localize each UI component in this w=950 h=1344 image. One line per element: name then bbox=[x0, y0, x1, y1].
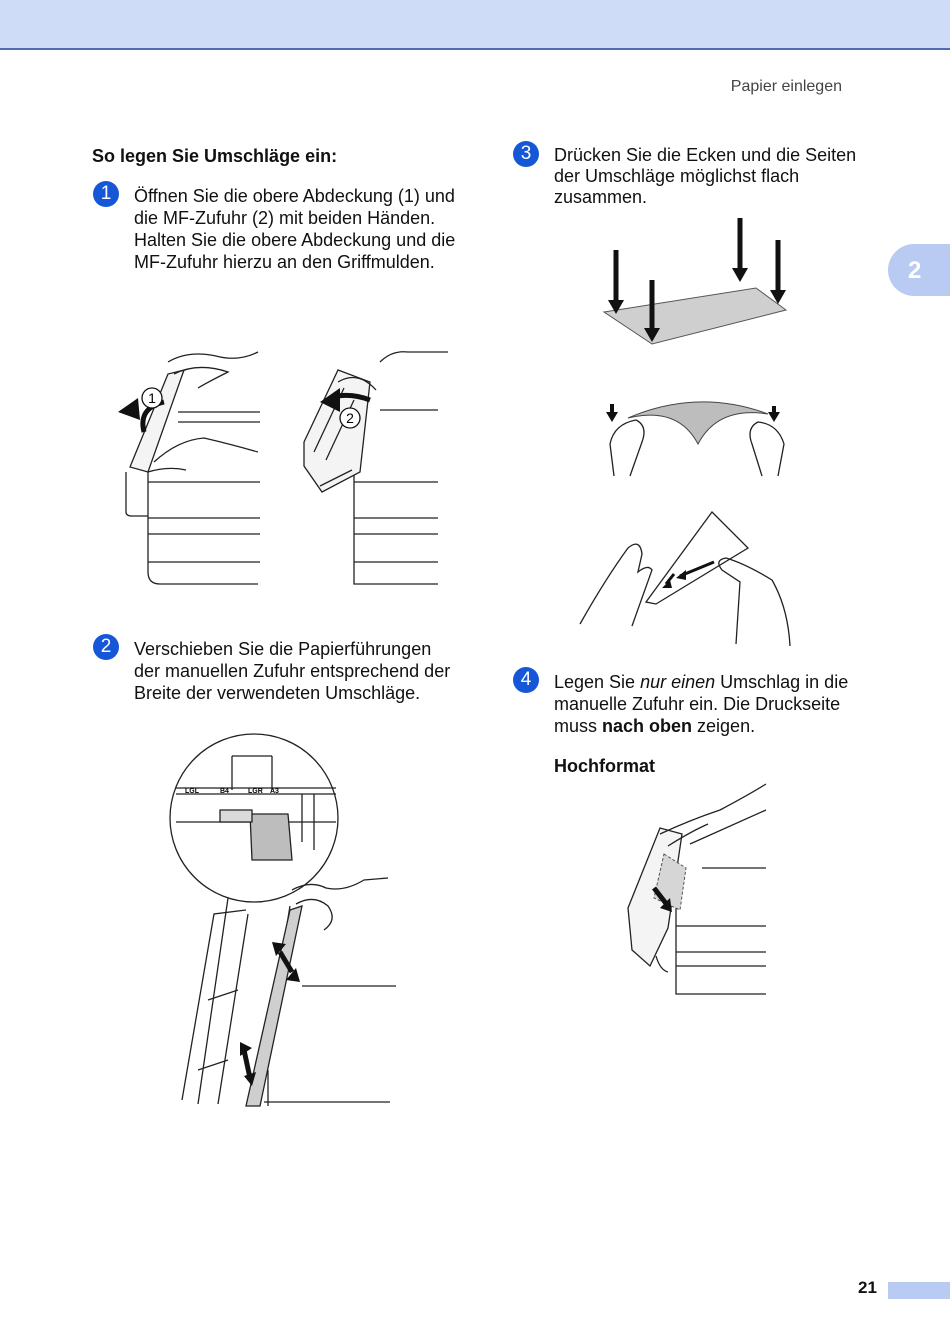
step-3-marker: 3 bbox=[513, 141, 539, 167]
step-4-text-run: muss bbox=[554, 716, 603, 736]
step-1-line: MF-Zufuhr hierzu an den Griffmulden. bbox=[134, 252, 435, 272]
step-4-text-run: Legen Sie bbox=[554, 672, 641, 692]
callout-1: 1 bbox=[148, 390, 156, 406]
figure-paper-guides: LGL B4 LGR A3 bbox=[169, 733, 396, 1107]
page-number: 21 bbox=[858, 1278, 877, 1297]
top-band bbox=[0, 0, 950, 50]
step-2-line: der manuellen Zufuhr entsprechend der bbox=[134, 661, 451, 681]
callout-2: 2 bbox=[346, 410, 354, 426]
step-4-text: Legen Sie nur einen Umschlag in die manu… bbox=[554, 671, 848, 737]
step-4-marker: 4 bbox=[513, 667, 539, 693]
step-1-line: Halten Sie die obere Abdeckung und die bbox=[134, 230, 456, 250]
step-4-strong: nach oben bbox=[602, 716, 693, 736]
step-2-marker: 2 bbox=[93, 634, 119, 660]
step-2-line: Breite der verwendeten Umschläge. bbox=[134, 683, 421, 703]
step-1-line: Öffnen Sie die obere Abdeckung (1) und bbox=[134, 186, 455, 206]
scale-label-lgr: LGR bbox=[248, 788, 263, 795]
figure-bend-envelope bbox=[606, 401, 785, 477]
step-4-text-run: zeigen. bbox=[692, 716, 756, 736]
figure-open-covers: 1 2 bbox=[118, 351, 448, 585]
step-3-line: zusammen. bbox=[554, 187, 648, 207]
section-heading: So legen Sie Umschläge ein: bbox=[92, 146, 338, 166]
step-1-text: Öffnen Sie die obere Abdeckung (1) und d… bbox=[134, 185, 455, 273]
chapter-tab: 2 bbox=[888, 244, 950, 296]
step-4-line-1: Legen Sie nur einen Umschlag in die bbox=[554, 671, 848, 693]
step-2-line: Verschieben Sie die Papierführungen bbox=[134, 639, 432, 659]
step-2-text: Verschieben Sie die Papierführungen der … bbox=[134, 638, 450, 704]
step-3-text: Drücken Sie die Ecken und die Seiten der… bbox=[554, 145, 856, 208]
chapter-number: 2 bbox=[908, 257, 922, 284]
step-4-line-2: manuelle Zufuhr ein. Die Druckseite bbox=[554, 694, 841, 714]
running-header: Papier einlegen bbox=[730, 78, 842, 95]
figure-flatten-envelope bbox=[579, 511, 791, 647]
step-1-line: die MF-Zufuhr (2) mit beiden Händen. bbox=[134, 208, 436, 228]
step-4-text-run: Umschlag in die bbox=[715, 672, 849, 692]
step-1-marker: 1 bbox=[93, 181, 119, 207]
step-3-line: Drücken Sie die Ecken und die Seiten bbox=[554, 145, 857, 165]
step-4-line-3: muss nach oben zeigen. bbox=[554, 715, 848, 737]
figure-insert-envelope bbox=[627, 783, 767, 995]
scale-label-lgl: LGL bbox=[185, 788, 200, 795]
figure-press-envelope bbox=[602, 218, 788, 345]
step-4-emphasis: nur einen bbox=[640, 672, 716, 692]
step-3-line: der Umschläge möglichst flach bbox=[554, 166, 800, 186]
scale-label-a3: A3 bbox=[270, 788, 279, 795]
subheading-hochformat: Hochformat bbox=[554, 756, 656, 776]
footer-bar bbox=[888, 1282, 950, 1299]
scale-label-b4: B4 bbox=[220, 788, 229, 795]
